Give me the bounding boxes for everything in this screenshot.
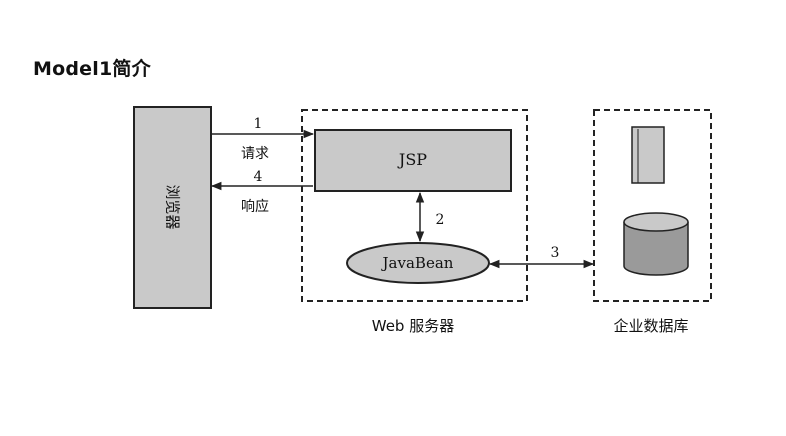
response-text: 响应 — [241, 198, 269, 215]
request-number: 1 — [254, 116, 263, 132]
page-title: Model1简介 — [33, 58, 151, 80]
javabean-label: JavaBean — [381, 254, 454, 272]
database-cylinder-icon — [623, 212, 689, 276]
request-text: 请求 — [241, 146, 269, 162]
database-label: 企业数据库 — [613, 317, 688, 335]
jsp-label: JSP — [397, 150, 427, 169]
browser-box — [133, 106, 212, 309]
response-number: 4 — [254, 169, 263, 185]
web-server-container — [301, 109, 528, 302]
jsp-box — [314, 129, 512, 192]
document-icon — [631, 126, 665, 184]
browser-label: 浏览器 — [164, 184, 182, 229]
database-container — [593, 109, 712, 302]
jsp-javabean-number: 2 — [436, 212, 445, 228]
web-server-label: Web 服务器 — [372, 317, 454, 335]
javabean-database-number: 3 — [551, 245, 560, 261]
